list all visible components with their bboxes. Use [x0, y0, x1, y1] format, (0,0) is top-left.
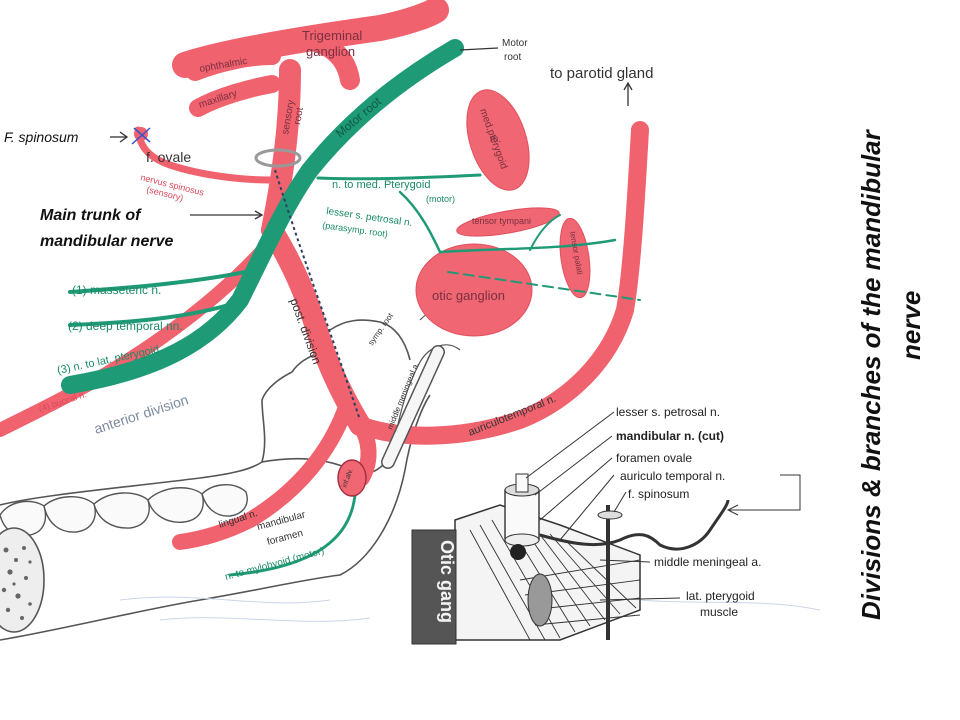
callout-labels: F. spinosum Main trunk of mandibular ner… — [4, 129, 173, 250]
label-symp-root: symp. root — [366, 311, 395, 347]
label-masseteric: (1) masseteric n. — [72, 283, 161, 297]
label-sensory-root-2: root — [292, 106, 306, 125]
label-trigeminal-1: Trigeminal — [302, 28, 362, 43]
label-trigeminal-2: ganglion — [306, 44, 355, 59]
inset-otic-gang: Otic gang — [437, 540, 457, 623]
inset-auriculotemporal: auriculo temporal n. — [620, 469, 725, 483]
molar-teeth — [0, 484, 248, 537]
callout-f-spinosum: F. spinosum — [4, 129, 79, 145]
callout-main-trunk-1: Main trunk of — [40, 207, 142, 224]
inset-labels: lesser s. petrosal n. mandibular n. (cut… — [437, 405, 761, 623]
label-mandibular-foramen-2: foramen — [266, 528, 304, 548]
label-med-pterygoid-2: m. — [490, 134, 501, 145]
label-mylohyoid: n. to mylohyoid (motor) — [224, 546, 326, 583]
motor-nerve-branches — [61, 39, 641, 577]
inset-lesser-petrosal: lesser s. petrosal n. — [616, 405, 720, 419]
muscles-and-ganglion — [415, 89, 591, 337]
label-motor-paren-1: (motor) — [426, 194, 455, 204]
middle-meningeal-artery — [381, 345, 445, 469]
inset-lat-pterygoid-2: muscle — [700, 605, 738, 619]
label-f-ovale: f. ovale — [146, 149, 191, 165]
inset-lat-pterygoid-1: lat. pterygoid — [686, 589, 755, 603]
label-motor-root-diag: Motor root — [333, 94, 384, 140]
label-tensor-tympani: tensor tympani — [472, 216, 531, 226]
vertical-title: Divisions & branches of the mandibular n… — [856, 128, 926, 620]
sensory-nerve-trunks — [0, 0, 649, 550]
label-to-parotid: to parotid gland — [550, 65, 653, 82]
label-motor-root-2: root — [504, 52, 521, 63]
inset-sketch — [411, 411, 801, 645]
callout-lines — [110, 47, 633, 220]
inset-mandibular-cut: mandibular n. (cut) — [616, 429, 724, 443]
label-otic-ganglion: otic ganglion — [432, 288, 505, 303]
label-deep-temporal: (2) deep temporal nn. — [68, 319, 183, 333]
cut-bone-section — [0, 527, 45, 633]
inset-f-spinosum: f. spinosum — [628, 487, 689, 501]
trunk-dashed-line — [274, 169, 361, 421]
foramen-ovale-ring — [254, 148, 302, 168]
title-line-1: Divisions & branches of the mandibular — [856, 128, 886, 620]
mandible-outline — [0, 306, 461, 641]
faint-scribbles — [119, 596, 821, 622]
inset-middle-meningeal: middle meningeal a. — [654, 555, 761, 569]
spinosum-marker — [131, 127, 151, 145]
inf-alv-bulb — [337, 459, 367, 497]
label-anterior-division: anterior division — [92, 391, 190, 437]
title-line-2: nerve — [896, 291, 926, 360]
label-n-med-pterygoid: n. to med. Pterygoid — [332, 179, 430, 191]
callout-main-trunk-2: mandibular nerve — [40, 233, 173, 250]
label-motor-root-1: Motor — [502, 38, 528, 49]
inset-foramen-ovale: foramen ovale — [616, 451, 692, 465]
